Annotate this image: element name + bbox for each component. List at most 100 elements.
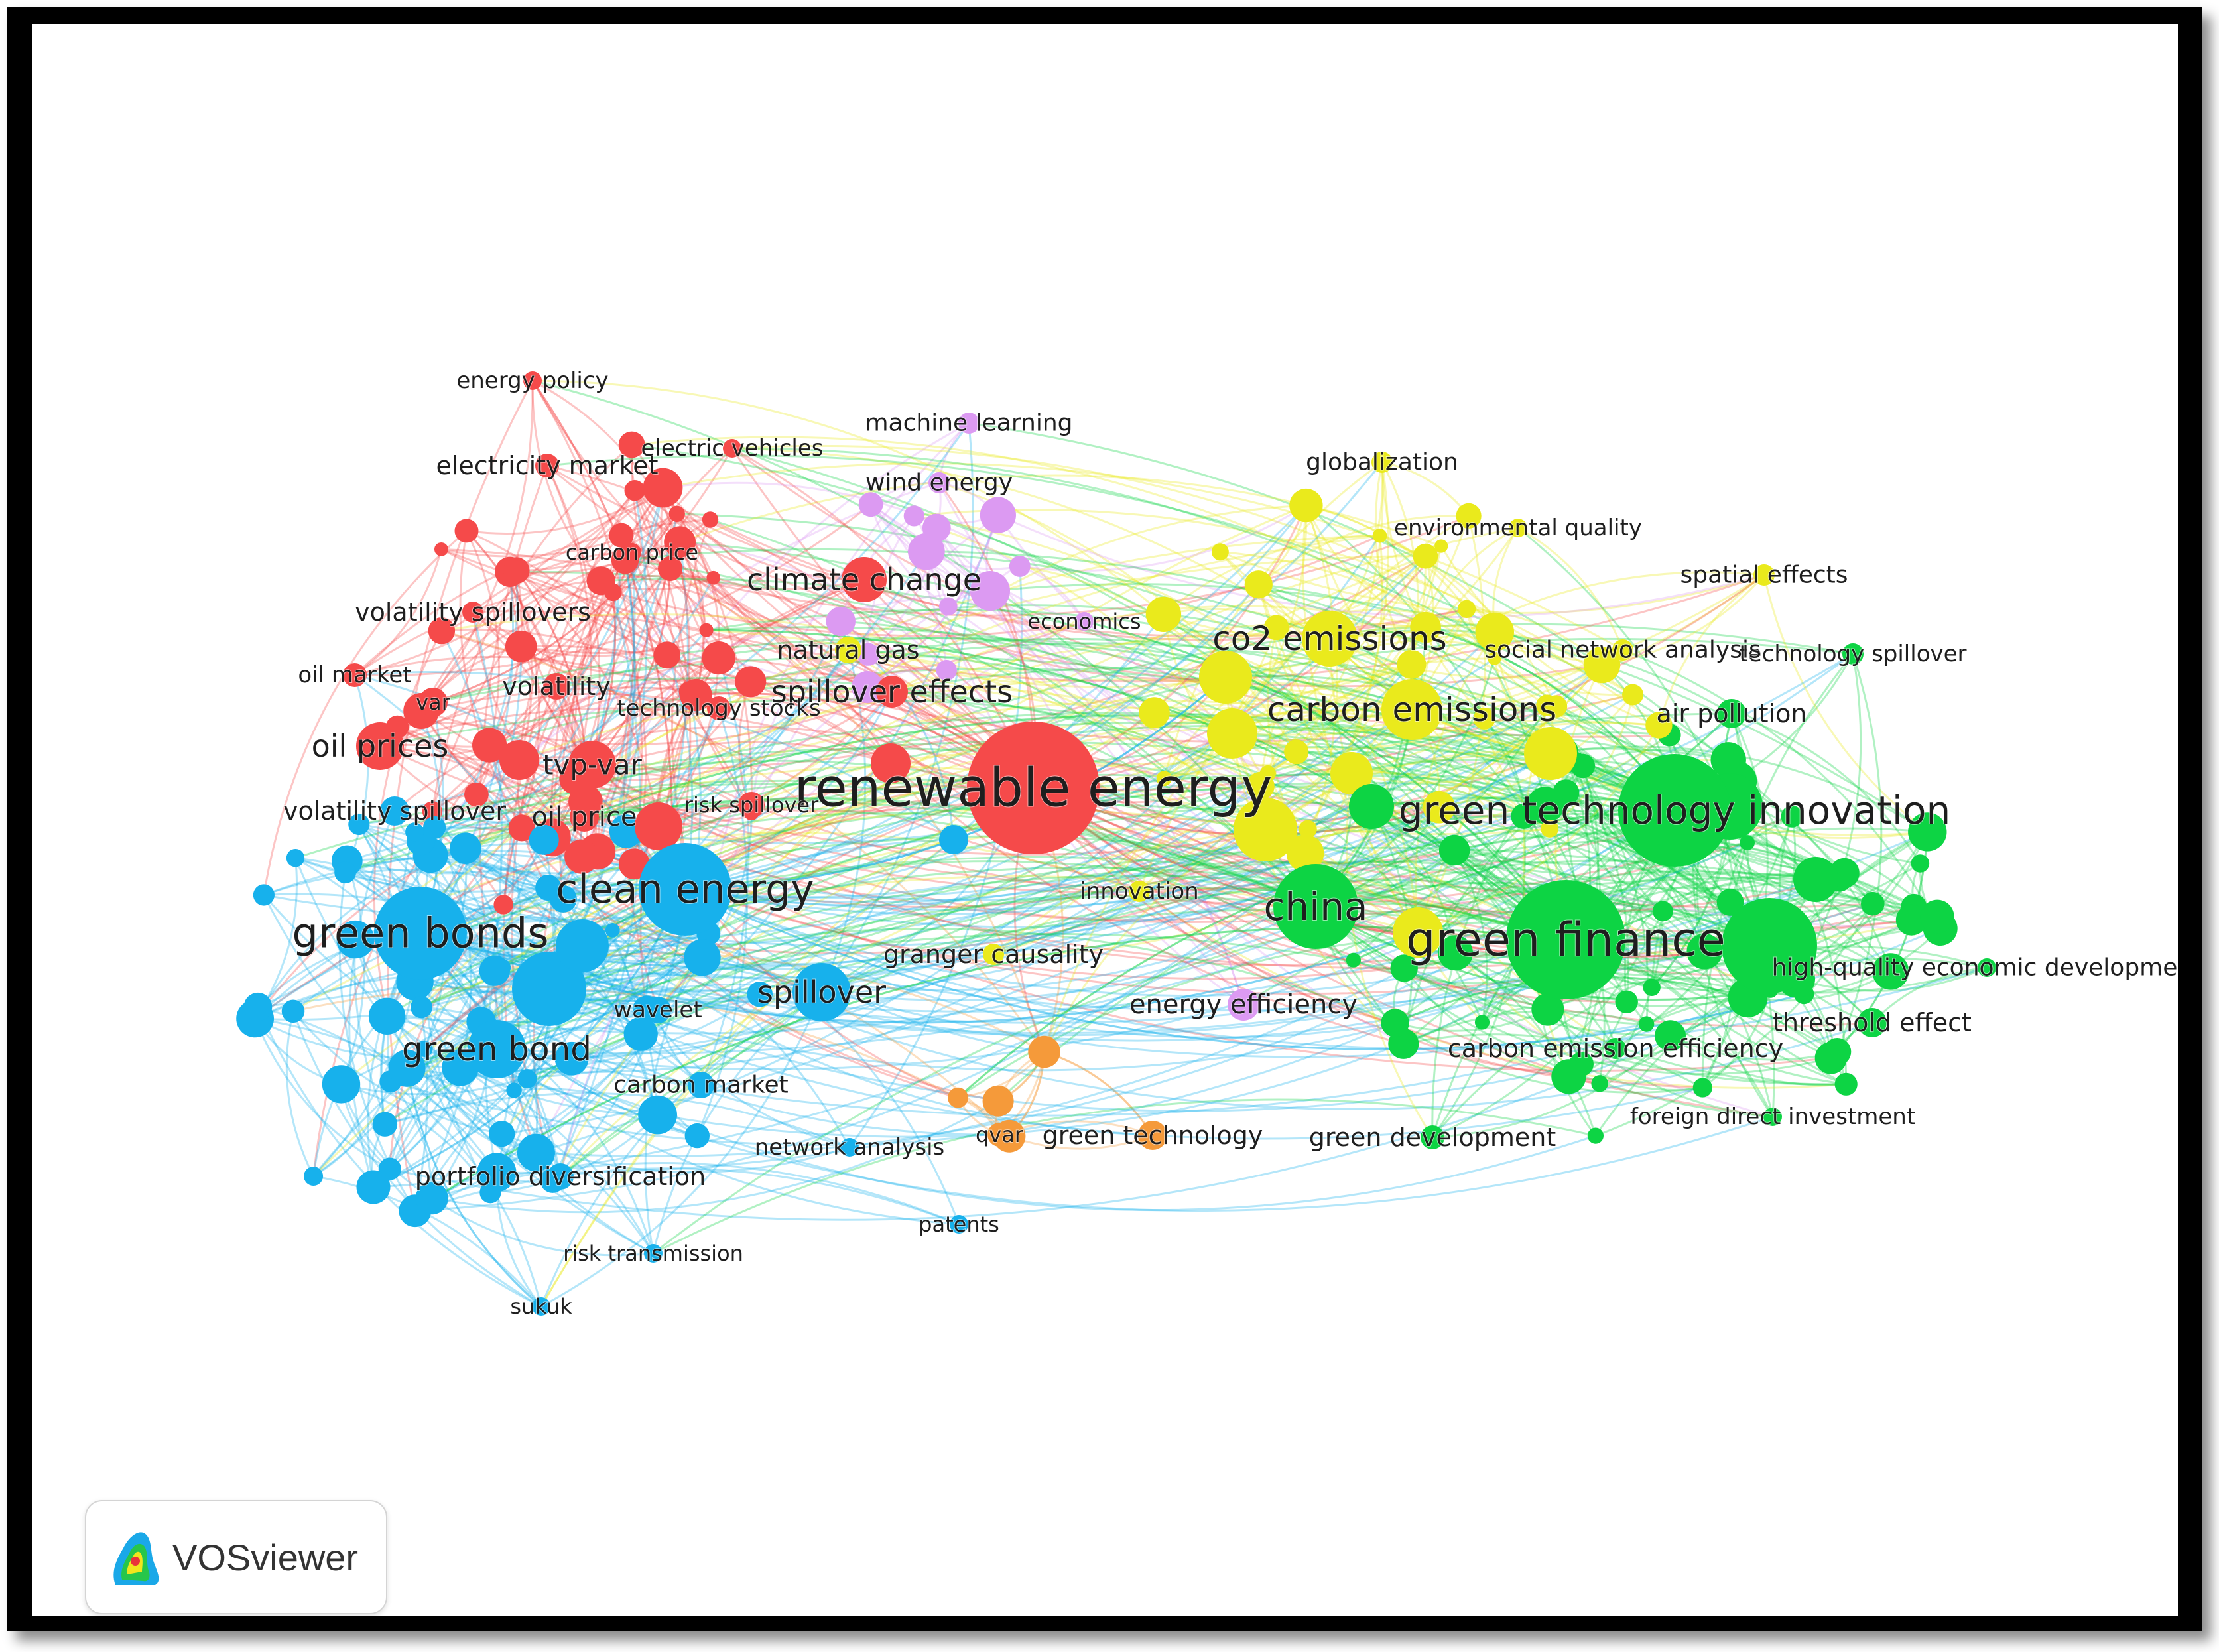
keyword-node-unlabeled[interactable] (1591, 1075, 1608, 1092)
keyword-node[interactable] (950, 1215, 968, 1234)
keyword-node-unlabeled[interactable] (1199, 651, 1252, 704)
keyword-node-unlabeled[interactable] (1536, 694, 1558, 716)
keyword-node-unlabeled[interactable] (1488, 651, 1501, 665)
keyword-node[interactable] (547, 1163, 574, 1190)
keyword-node-unlabeled[interactable] (1139, 697, 1170, 728)
keyword-node[interactable] (1228, 989, 1259, 1021)
keyword-node-unlabeled[interactable] (1475, 612, 1514, 652)
keyword-node-unlabeled[interactable] (858, 492, 883, 517)
keyword-node[interactable] (842, 557, 887, 602)
keyword-node-unlabeled[interactable] (405, 822, 424, 842)
keyword-node[interactable] (1842, 643, 1864, 665)
keyword-node-unlabeled[interactable] (1299, 820, 1317, 839)
keyword-node-unlabeled[interactable] (1390, 954, 1418, 982)
keyword-node-unlabeled[interactable] (1289, 488, 1323, 523)
keyword-node-unlabeled[interactable] (1349, 784, 1394, 829)
keyword-node-unlabeled[interactable] (903, 505, 924, 527)
keyword-node-unlabeled[interactable] (1156, 771, 1172, 787)
keyword-node[interactable] (1605, 1038, 1626, 1059)
keyword-node-unlabeled[interactable] (499, 740, 539, 780)
keyword-node-unlabeled[interactable] (664, 526, 696, 558)
keyword-node-unlabeled[interactable] (1246, 771, 1275, 800)
keyword-node[interactable] (840, 1138, 859, 1157)
keyword-node-unlabeled[interactable] (980, 497, 1016, 533)
keyword-node-unlabeled[interactable] (1551, 1059, 1586, 1094)
keyword-node-unlabeled[interactable] (1346, 952, 1361, 968)
keyword-node-unlabeled[interactable] (643, 468, 683, 508)
keyword-node[interactable] (1978, 958, 1996, 977)
keyword-node[interactable] (688, 1072, 714, 1098)
keyword-node-unlabeled[interactable] (747, 982, 773, 1007)
keyword-node-unlabeled[interactable] (908, 533, 945, 570)
keyword-node[interactable] (738, 792, 765, 818)
keyword-node-unlabeled[interactable] (1615, 990, 1638, 1014)
keyword-node-unlabeled[interactable] (702, 511, 719, 528)
keyword-node-unlabeled[interactable] (464, 782, 489, 807)
keyword-node-unlabeled[interactable] (1908, 812, 1947, 852)
keyword-node-unlabeled[interactable] (1872, 953, 1909, 990)
keyword-node-unlabeled[interactable] (605, 923, 620, 938)
keyword-node-unlabeled[interactable] (556, 919, 609, 972)
keyword-node-unlabeled[interactable] (852, 671, 883, 703)
keyword-node-unlabeled[interactable] (529, 824, 559, 855)
keyword-node[interactable] (1371, 452, 1393, 473)
keyword-node-unlabeled[interactable] (1207, 708, 1257, 759)
keyword-node[interactable] (987, 1123, 1011, 1147)
keyword-node-unlabeled[interactable] (243, 992, 273, 1021)
keyword-node[interactable] (1421, 1125, 1444, 1149)
keyword-node-unlabeled[interactable] (609, 523, 634, 548)
keyword-node-unlabeled[interactable] (699, 623, 714, 637)
keyword-node-unlabeled[interactable] (1413, 544, 1438, 569)
keyword-node-unlabeled[interactable] (1438, 834, 1470, 866)
keyword-node[interactable] (468, 1020, 526, 1078)
keyword-node[interactable] (623, 543, 641, 562)
keyword-node-unlabeled[interactable] (1381, 1009, 1409, 1037)
keyword-node[interactable] (374, 887, 467, 980)
keyword-node-unlabeled[interactable] (517, 1069, 537, 1089)
keyword-node-unlabeled[interactable] (624, 480, 645, 501)
keyword-node-unlabeled[interactable] (618, 431, 645, 458)
keyword-node-unlabeled[interactable] (388, 1049, 426, 1087)
keyword-node-unlabeled[interactable] (1716, 889, 1744, 916)
keyword-node-unlabeled[interactable] (415, 1182, 448, 1215)
keyword-node-unlabeled[interactable] (1145, 596, 1182, 632)
keyword-node-unlabeled[interactable] (493, 895, 513, 915)
keyword-node-unlabeled[interactable] (281, 999, 305, 1023)
keyword-node-unlabeled[interactable] (638, 1095, 677, 1135)
keyword-node-unlabeled[interactable] (479, 1182, 501, 1204)
keyword-node-unlabeled[interactable] (939, 825, 968, 854)
keyword-node-unlabeled[interactable] (668, 505, 685, 522)
keyword-node-unlabeled[interactable] (1372, 528, 1387, 543)
keyword-node[interactable] (1302, 611, 1358, 667)
keyword-node-unlabeled[interactable] (1692, 1078, 1712, 1098)
keyword-node-unlabeled[interactable] (938, 597, 958, 616)
keyword-node[interactable] (639, 843, 731, 936)
keyword-node[interactable] (462, 602, 483, 623)
labeled-nodes-layer[interactable] (343, 371, 1996, 1316)
keyword-node-unlabeled[interactable] (479, 955, 510, 986)
keyword-node-unlabeled[interactable] (1009, 556, 1031, 577)
keyword-node-unlabeled[interactable] (635, 802, 682, 850)
keyword-node[interactable] (1753, 564, 1775, 586)
keyword-node-unlabeled[interactable] (604, 583, 622, 602)
keyword-node-unlabeled[interactable] (1473, 707, 1495, 730)
keyword-node-unlabeled[interactable] (982, 1085, 1014, 1117)
keyword-node-unlabeled[interactable] (1234, 798, 1297, 861)
keyword-node-unlabeled[interactable] (1710, 742, 1746, 778)
keyword-node[interactable] (343, 663, 367, 687)
keyword-node[interactable] (1763, 1108, 1782, 1126)
keyword-node-unlabeled[interactable] (416, 1040, 433, 1057)
keyword-node-unlabeled[interactable] (658, 556, 683, 582)
keyword-node[interactable] (1075, 612, 1094, 631)
keyword-node-unlabeled[interactable] (368, 997, 406, 1035)
keyword-node-unlabeled[interactable] (372, 1112, 398, 1137)
keyword-node-unlabeled[interactable] (1834, 1072, 1858, 1096)
keyword-node-unlabeled[interactable] (1393, 907, 1443, 958)
keyword-node[interactable] (543, 673, 570, 700)
keyword-node-unlabeled[interactable] (1410, 611, 1441, 643)
keyword-node-unlabeled[interactable] (1583, 646, 1621, 684)
keyword-node-unlabeled[interactable] (653, 641, 681, 668)
keyword-node-unlabeled[interactable] (826, 606, 856, 637)
keyword-node-unlabeled[interactable] (1920, 899, 1954, 934)
